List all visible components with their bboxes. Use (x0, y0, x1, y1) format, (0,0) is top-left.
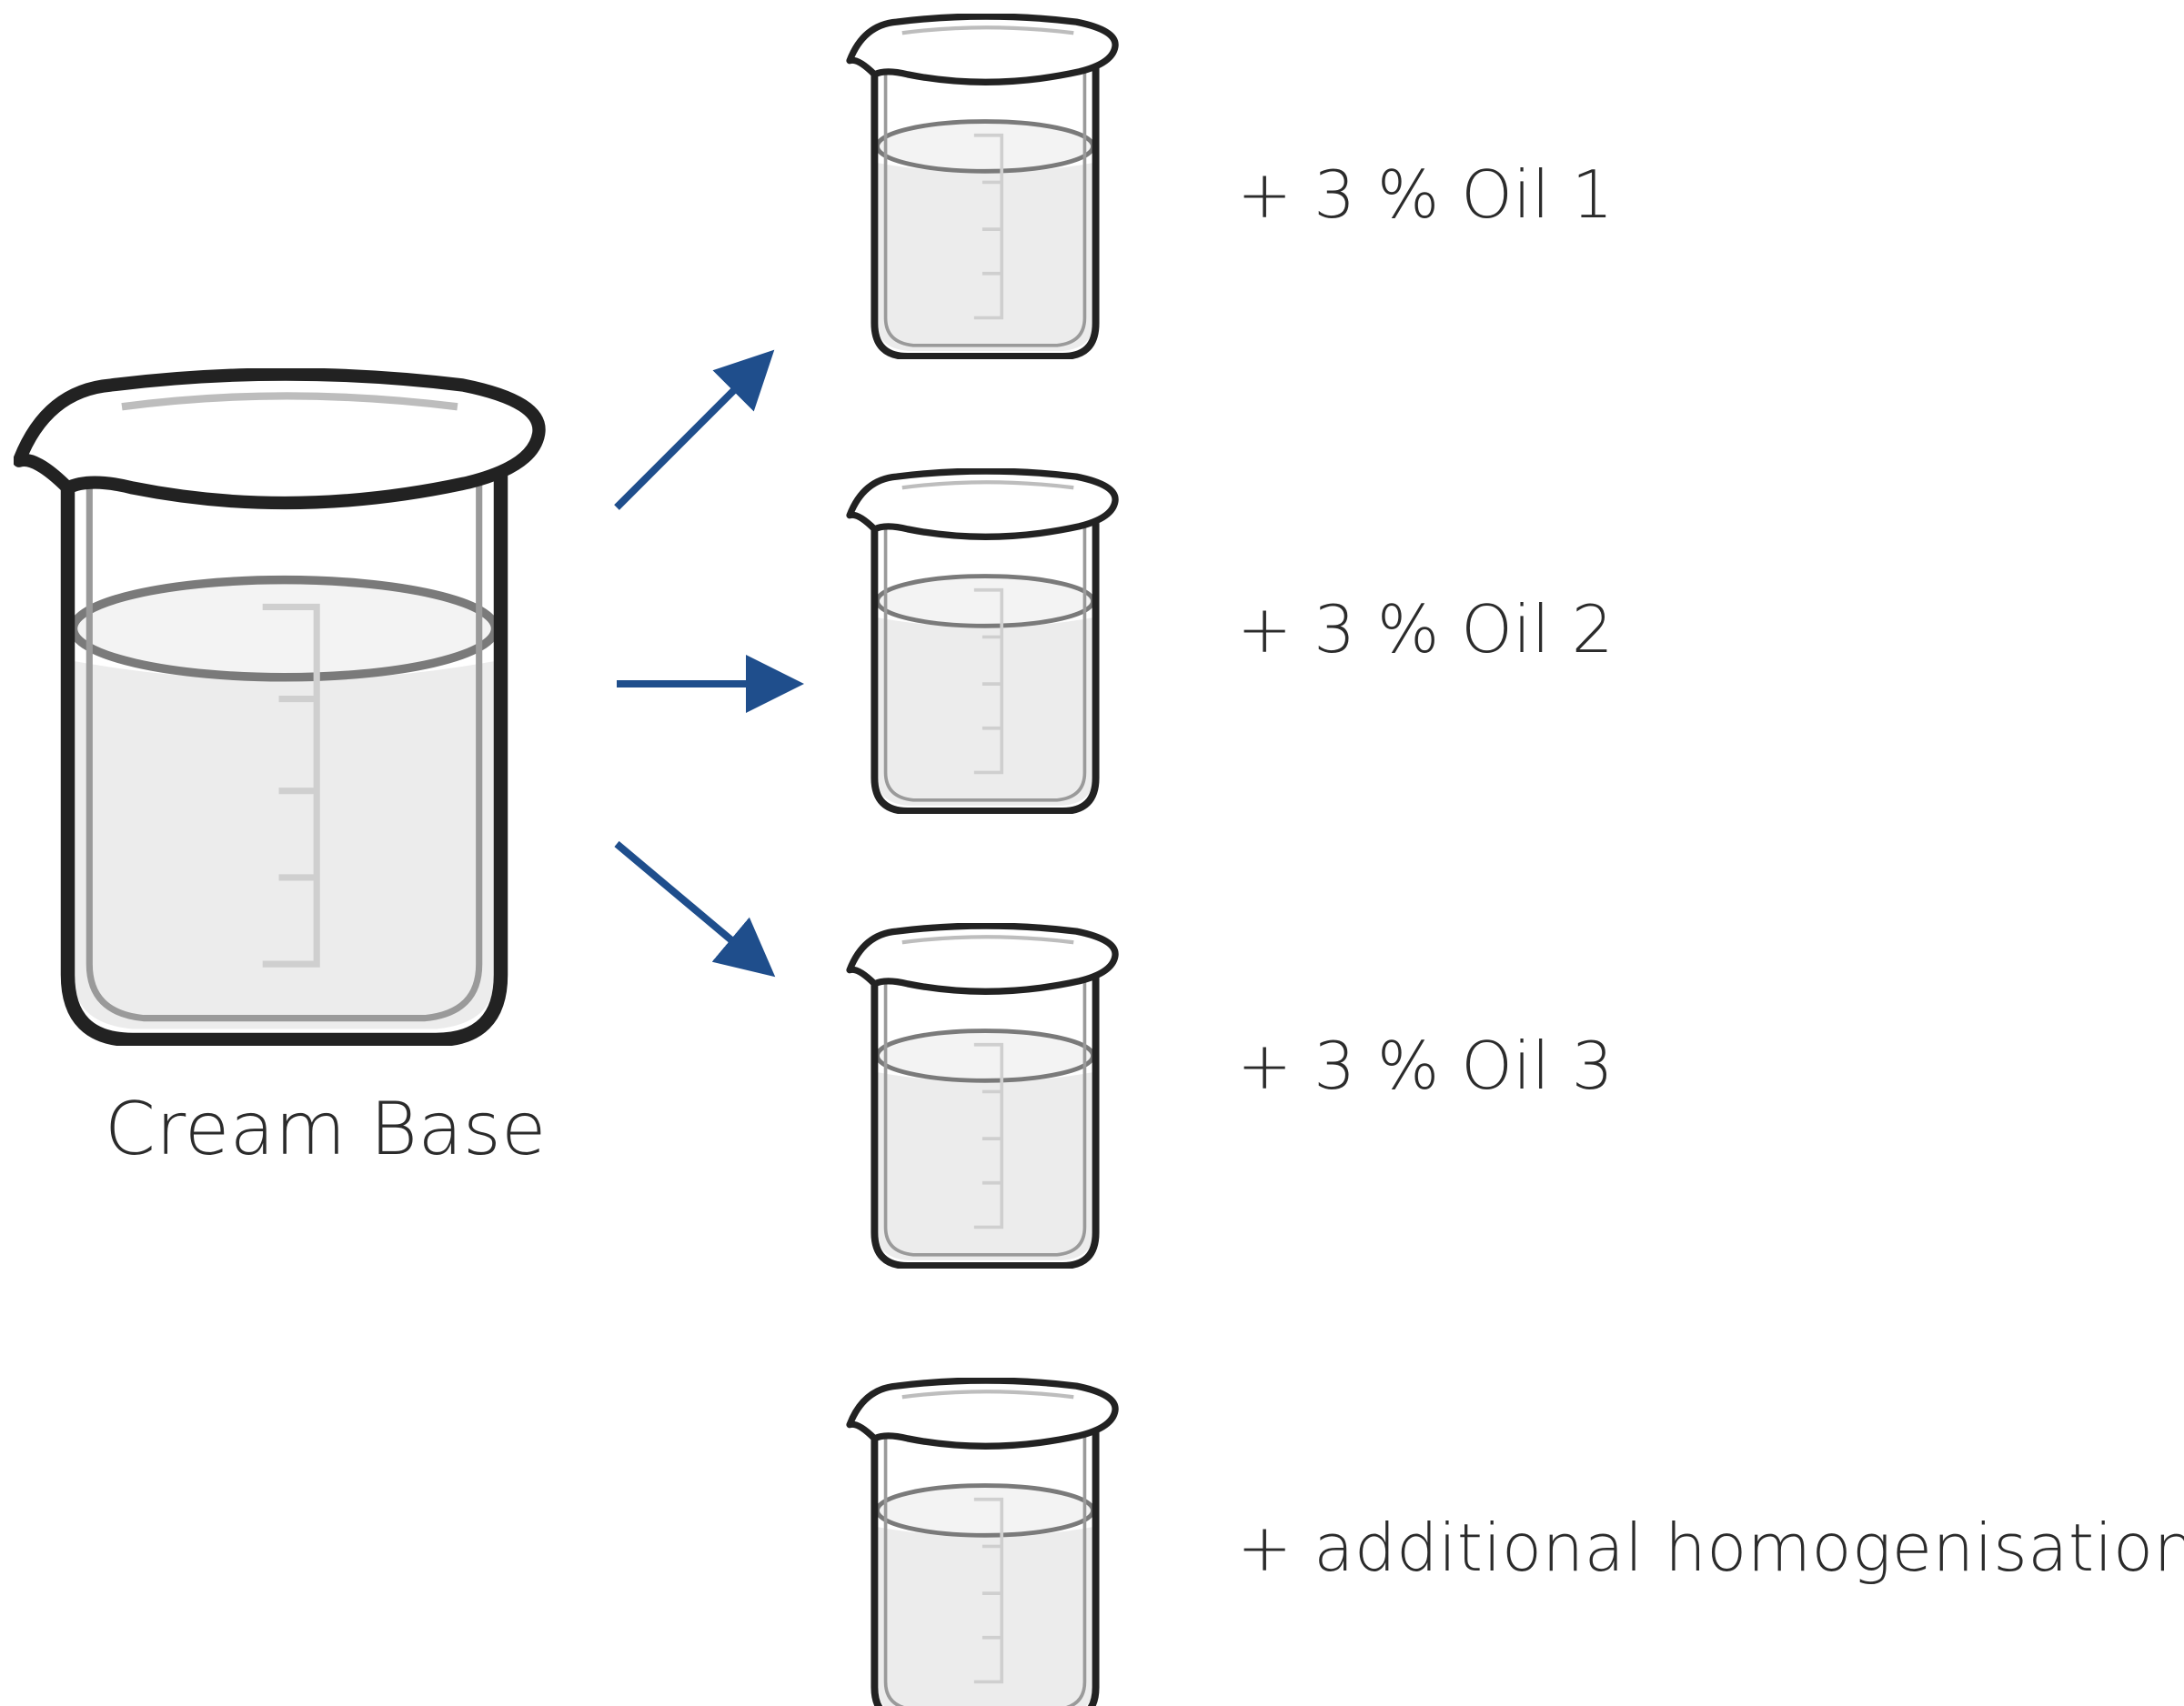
sample-label-oil-1: + 3 % Oil 1 (1237, 156, 1615, 233)
sample-beaker-icon-3 (850, 926, 1115, 1266)
arrow-to-oil-3 (614, 840, 776, 978)
cream-base-beaker-icon (19, 375, 539, 1040)
sample-label-oil-3: + 3 % Oil 3 (1237, 1028, 1615, 1104)
sample-label-homogenisation: + additional homogenisation (1237, 1510, 2184, 1586)
sample-beaker-icon-1 (850, 16, 1115, 356)
cream-base-label: Cream Base (105, 1087, 547, 1171)
arrow-to-oil-1 (614, 349, 775, 510)
sample-label-oil-2: + 3 % Oil 2 (1237, 591, 1615, 667)
sample-beaker-icon-4 (850, 1380, 1115, 1706)
sample-beaker-icon-2 (850, 471, 1115, 811)
